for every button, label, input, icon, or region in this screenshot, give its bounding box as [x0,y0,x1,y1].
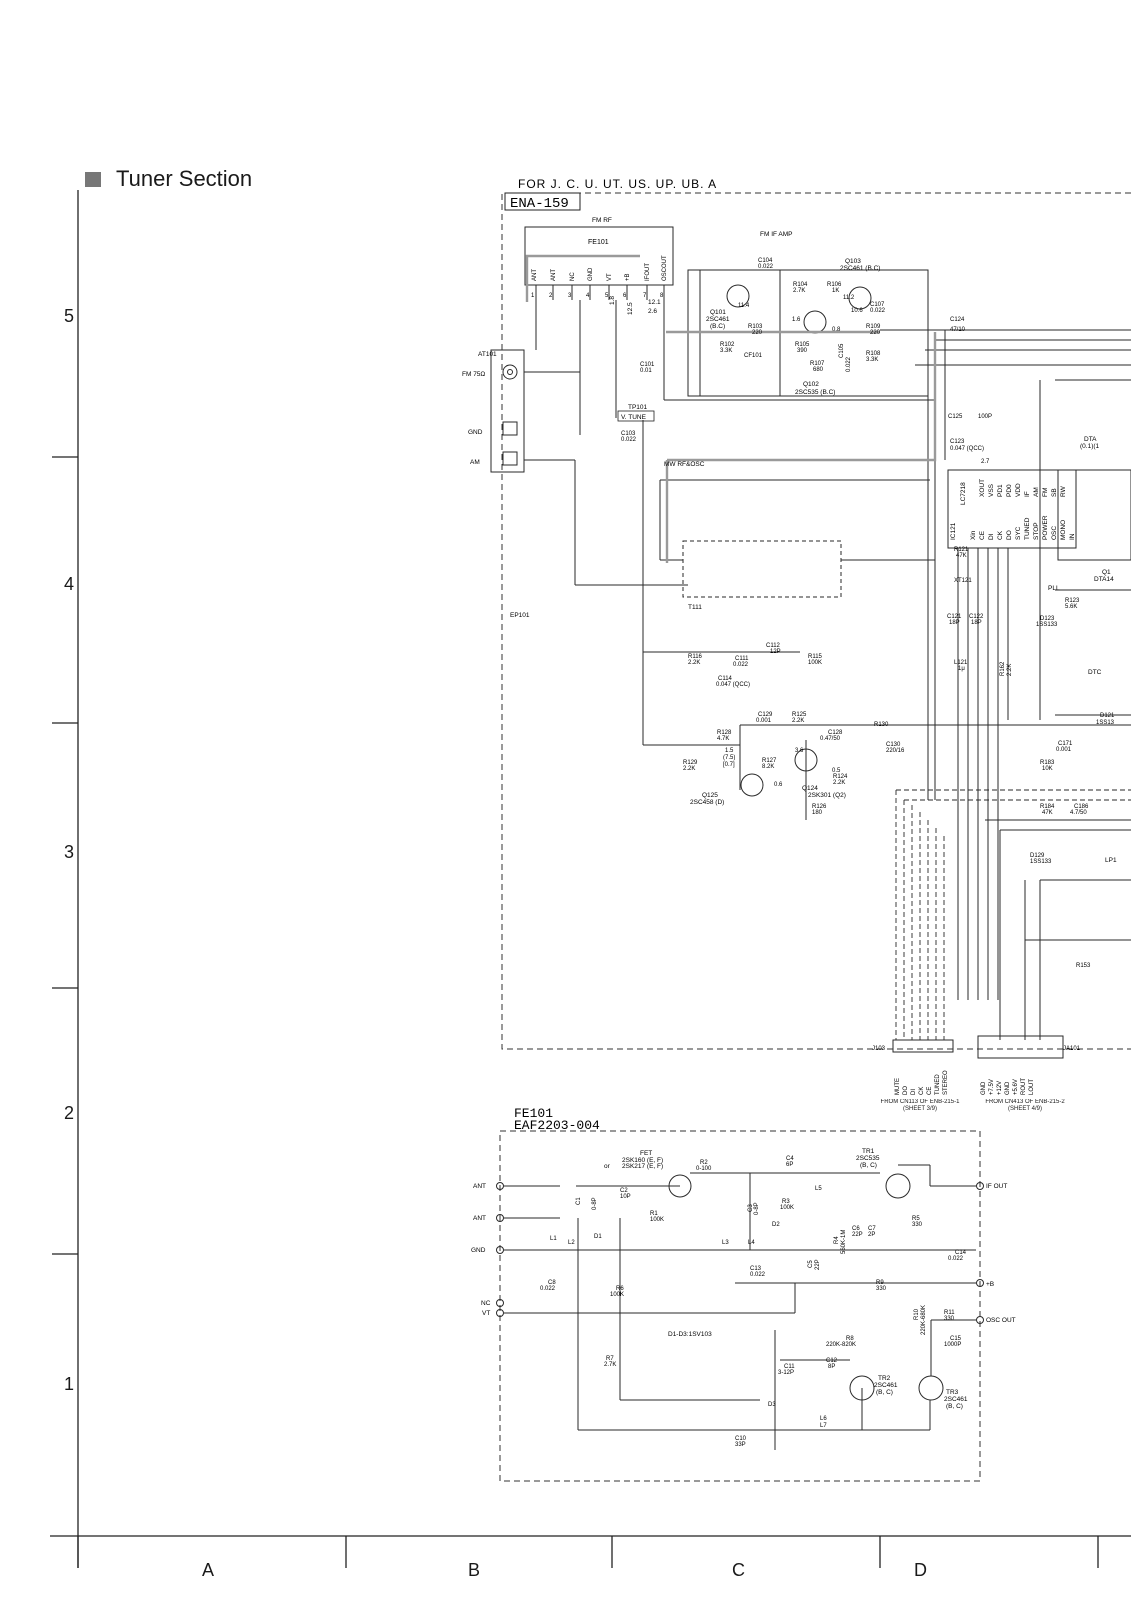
row-label-5: 5 [64,306,75,326]
ja101-connector [977,1035,1064,1059]
column-label-a: A [202,1560,215,1580]
column-label-b: B [468,1560,481,1580]
ic121-block [947,469,1077,549]
column-label-c: C [732,1560,745,1580]
row-label-3: 3 [64,842,75,862]
fe101-block [524,226,674,286]
row-label-4: 4 [64,574,75,594]
column-label-d: D [914,1560,927,1580]
main-board-outline [501,192,1131,1050]
antenna-block [490,349,525,473]
fe-module-outline [499,1130,981,1482]
section-title: Tuner Section [116,166,253,191]
section-marker-icon [85,172,101,187]
row-label-1: 1 [64,1374,75,1394]
j103-connector [892,1039,954,1053]
row-label-2: 2 [64,1103,75,1123]
